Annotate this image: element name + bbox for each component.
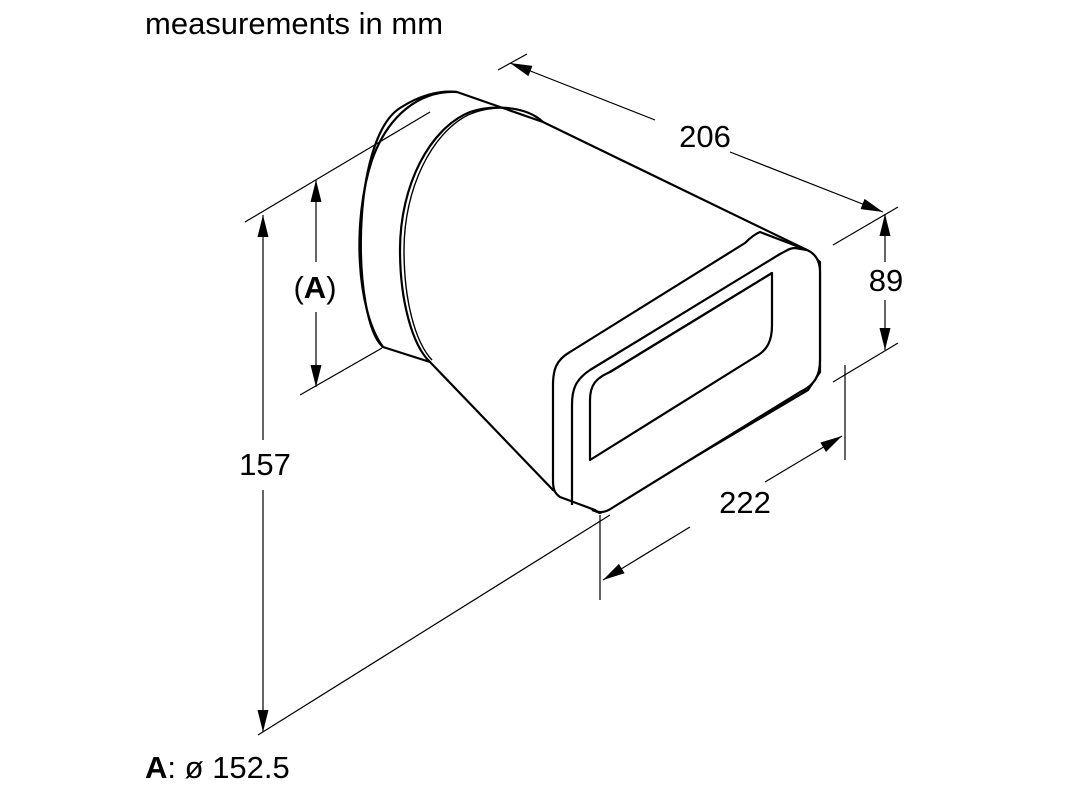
dimension-width-label: 222 — [719, 485, 771, 520]
diagram-title: measurements in mm — [145, 6, 444, 41]
round-collar — [358, 90, 458, 348]
dimension-length-label: 206 — [679, 119, 731, 154]
dimension-total-height-label: 157 — [239, 447, 291, 482]
legend-key: A — [145, 750, 168, 785]
dimension-labels: 206 89 222 157 (A) — [239, 119, 903, 520]
dimension-height-label: 89 — [869, 263, 903, 298]
duct-part — [358, 90, 822, 515]
rect-opening — [588, 271, 774, 462]
dimension-lines — [244, 53, 899, 736]
dimension-collar-label: (A) — [293, 270, 336, 305]
legend-separator: : — [167, 750, 177, 785]
collar-legend: A: ø 152.5 — [145, 750, 290, 786]
legend-value: ø 152.5 — [184, 750, 290, 785]
